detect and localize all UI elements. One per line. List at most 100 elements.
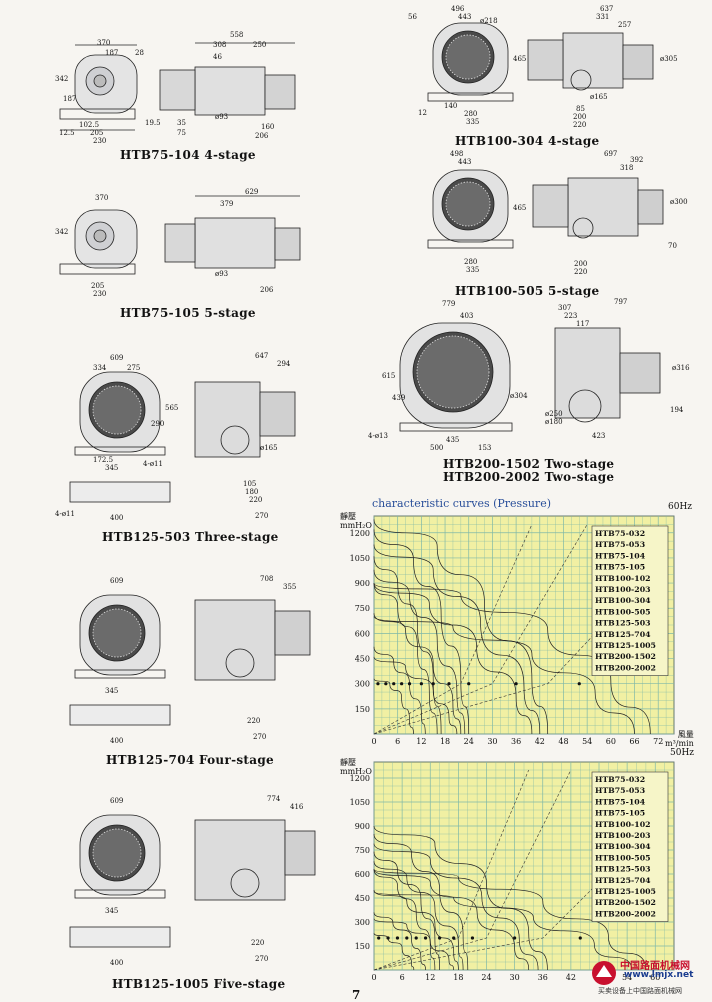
- series-line-htb100-304: [373, 861, 464, 971]
- operating-point: [452, 936, 456, 940]
- y-tick-label: 1050: [350, 554, 370, 563]
- caption-htb75-105: HTB75-105 5-stage: [120, 306, 256, 320]
- x-tick-label: 30: [487, 737, 497, 746]
- legend-entry: HTB100-304: [595, 596, 651, 605]
- dim-label: 558: [230, 31, 244, 39]
- x-tick-label: 60: [650, 973, 660, 982]
- series-line-htb100-102: [373, 656, 458, 735]
- series-line-htb200-1502: [373, 616, 635, 735]
- y-tick-label: 150: [355, 942, 370, 951]
- dim-label: 270: [253, 733, 267, 741]
- operating-point: [386, 936, 390, 940]
- y-tick-label: 900: [355, 579, 370, 588]
- watermark: 中国路面机械网 www.lmjx.net 买卖设备上中国路面机械网: [590, 955, 710, 999]
- chart-title: characteristic curves (Pressure): [372, 497, 551, 510]
- x-tick-label: 42: [535, 737, 545, 746]
- operating-point: [467, 682, 471, 686]
- dim-label: ø165: [590, 93, 608, 101]
- dim-label: 257: [618, 21, 632, 29]
- dim-label: 117: [576, 320, 590, 328]
- dim-label: 779: [442, 300, 456, 308]
- legend-entry: HTB75-053: [595, 540, 645, 549]
- dim-label: 465: [513, 204, 527, 212]
- x-tick-label: 24: [464, 737, 474, 746]
- watermark-logo-icon: [592, 961, 616, 985]
- dim-label: 443: [458, 13, 472, 21]
- dim-label: 280: [464, 110, 478, 118]
- watermark-url: www.lmjx.net: [624, 970, 694, 980]
- x-tick-label: 36: [511, 737, 521, 746]
- dim-label: 697: [604, 150, 618, 158]
- dim-label: 294: [277, 360, 291, 368]
- dim-label: 46: [213, 53, 222, 61]
- dim-label: 647: [255, 352, 269, 360]
- legend-entry: HTB125-704: [595, 876, 651, 885]
- caption-htb125-704: HTB125-704 Four-stage: [106, 753, 274, 767]
- y-tick-label: 750: [355, 846, 370, 855]
- dim-label: 220: [249, 496, 263, 504]
- legend-entry: HTB100-304: [595, 842, 651, 851]
- x-tick-label: 12: [416, 737, 426, 746]
- watermark-title: 中国路面机械网: [620, 961, 690, 972]
- legend-entry: HTB100-505: [595, 853, 651, 862]
- caption-htb125-1005: HTB125-1005 Five-stage: [112, 977, 286, 991]
- y-tick-label: 900: [355, 822, 370, 831]
- y-tick-label: 750: [355, 604, 370, 613]
- series-line-htb100-203: [373, 613, 462, 735]
- x-tick-label: 30: [510, 973, 520, 982]
- dim-label: 308: [213, 41, 227, 49]
- dim-label: 335: [466, 118, 480, 126]
- legend-entry: HTB200-1502: [595, 898, 656, 907]
- series-line-htb100-505: [373, 529, 470, 735]
- x-tick-label: 24: [481, 973, 491, 982]
- dim-label: 345: [105, 687, 119, 695]
- operating-point: [376, 682, 380, 686]
- dim-label: 200: [573, 113, 587, 121]
- series-line-htb125-503: [373, 583, 533, 735]
- dim-label: ø300: [670, 198, 688, 206]
- system-curve: [373, 566, 659, 735]
- dim-label: 200: [574, 260, 588, 268]
- dim-label: 392: [630, 156, 644, 164]
- legend-box: [591, 771, 669, 922]
- operating-point: [447, 682, 451, 686]
- dim-label: 140: [444, 102, 458, 110]
- legend-entry: HTB125-1005: [595, 641, 656, 650]
- dim-label: 400: [110, 737, 124, 745]
- series-line-htb75-053: [373, 912, 426, 971]
- dim-label: 403: [460, 312, 474, 320]
- dim-label: 12.5: [59, 129, 75, 137]
- legend-entry: HTB75-032: [595, 775, 645, 784]
- system-curve: [373, 769, 572, 971]
- operating-point: [470, 936, 475, 940]
- x-tick-label: 42: [566, 973, 576, 982]
- y-tick-label: 600: [355, 870, 370, 879]
- dim-label: 35: [177, 119, 186, 127]
- series-line-htb125-704: [373, 843, 539, 971]
- dim-label: 206: [255, 132, 269, 140]
- dim-label: 4-ø13: [368, 432, 388, 440]
- x-tick-label: 6: [400, 973, 405, 982]
- series-line-htb125-1005: [373, 519, 549, 735]
- legend-entry: HTB75-105: [595, 809, 645, 818]
- dim-label: 205: [90, 129, 104, 137]
- legend-entry: HTB200-1502: [595, 652, 656, 661]
- dim-label: ø250: [545, 410, 563, 418]
- dim-label: 220: [573, 121, 587, 129]
- operating-point: [414, 936, 418, 940]
- dim-label: 443: [458, 158, 472, 166]
- dim-label: 290: [151, 420, 165, 428]
- dim-label: 194: [670, 406, 684, 414]
- dim-label: ø180: [545, 418, 563, 426]
- x-tick-label: 54: [582, 737, 592, 746]
- x-tick-label: 48: [558, 737, 568, 746]
- dim-label: 400: [110, 959, 124, 967]
- drawing-htb125-1005: 609 774 416 345 400 220 270: [55, 795, 325, 970]
- operating-point: [438, 936, 442, 940]
- legend-entry: HTB100-102: [595, 574, 651, 583]
- operating-point: [419, 682, 423, 686]
- series-line-htb125-704: [373, 544, 541, 735]
